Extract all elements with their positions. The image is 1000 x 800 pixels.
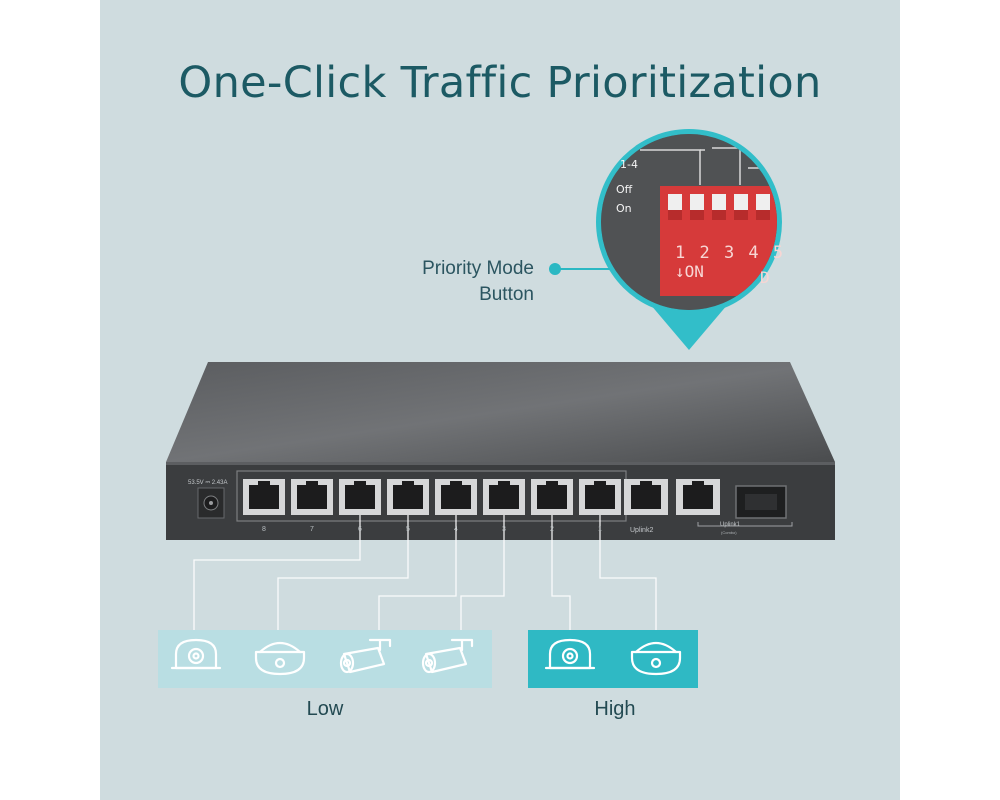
dip-switch-numbers: 1 2 3 4 5 (675, 243, 786, 263)
callout-connector (560, 268, 610, 270)
callout-dot (549, 263, 561, 275)
dip-toggle-4 (734, 194, 748, 210)
uplink2-label: Uplink2 (630, 527, 654, 534)
ethernet-port-icon (435, 479, 477, 515)
sfp-port-icon (735, 485, 787, 519)
ethernet-port-icon (579, 479, 621, 515)
port-number-label: 6 (358, 526, 362, 533)
callout-label-line2: Button (479, 284, 534, 305)
ethernet-port-icon (676, 479, 720, 515)
port-number-label: 3 (502, 526, 506, 533)
camera-icons (170, 638, 682, 676)
power-spec-label: 53.5V ⎓ 2.43A (188, 480, 228, 486)
port-number-label: 2 (550, 526, 554, 533)
power-jack-icon (197, 487, 225, 519)
ethernet-port-icon (483, 479, 525, 515)
dip-ports-label: 1-4 (620, 158, 638, 171)
network-switch (166, 362, 835, 630)
ethernet-port-icon (624, 479, 668, 515)
dome-camera-icon (544, 638, 596, 670)
dip-on-label: On (616, 202, 632, 215)
switch-top-cover (166, 362, 835, 462)
dip-off-label: Off (616, 183, 633, 196)
dip-toggle-1 (668, 194, 682, 210)
dip-toggle-5 (756, 194, 770, 210)
high-priority-label: High (594, 698, 636, 720)
dome-camera-icon (630, 641, 682, 676)
dip-toggle-3 (712, 194, 726, 210)
zoom-callout (596, 129, 782, 350)
port-number-label: 7 (310, 526, 314, 533)
dip-on-marker: ↓ON (675, 262, 704, 281)
product-illustration: One-Click Traffic Prioritization (100, 0, 900, 800)
ethernet-port-icon (339, 479, 381, 515)
dome-camera-icon (254, 641, 306, 676)
ethernet-port-icon (531, 479, 573, 515)
page-title: One-Click Traffic Prioritization (178, 58, 822, 108)
uplink1-label: Uplink1 (720, 522, 741, 528)
high-priority-group (528, 630, 698, 688)
low-priority-group (158, 630, 492, 688)
dip-label-fragment: D (760, 268, 770, 287)
bullet-camera-icon (421, 638, 474, 674)
dome-camera-icon (170, 638, 222, 670)
port-number-label: 1 (598, 526, 602, 533)
dip-toggle-2 (690, 194, 704, 210)
low-priority-label: Low (306, 698, 344, 720)
port-number-label: 4 (454, 526, 458, 533)
ethernet-port-icon (387, 479, 429, 515)
ethernet-port-icon (243, 479, 285, 515)
callout-label-line1: Priority Mode (422, 258, 534, 279)
port-connection-lines (193, 515, 657, 630)
uplink1-combo-label: (Combo) (721, 530, 737, 535)
port-number-label: 5 (406, 526, 410, 533)
port-number-label: 8 (262, 526, 266, 533)
bullet-camera-icon (339, 638, 392, 674)
ethernet-port-icon (291, 479, 333, 515)
